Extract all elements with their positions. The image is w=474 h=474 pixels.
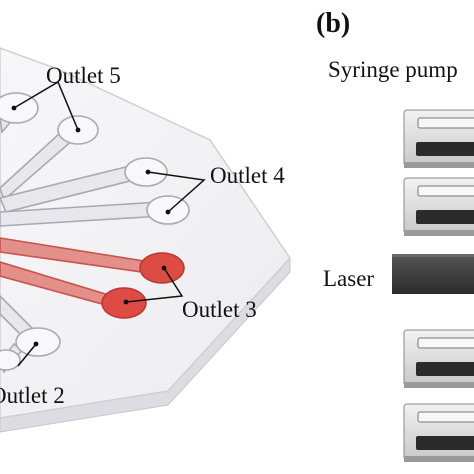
leader-dots (11, 105, 171, 347)
outlet5-label: Outlet 5 (46, 63, 121, 88)
syringe-pump-label: Syringe pump (328, 57, 458, 82)
pump-syringe (417, 117, 474, 129)
outlet4-label: Outlet 4 (210, 163, 285, 188)
pump-base (404, 230, 474, 236)
syringe-pump-4 (403, 403, 474, 462)
dot-outlet3-b (123, 299, 129, 305)
leader-outlet3 (125, 267, 184, 303)
syringe-pump-1 (403, 109, 474, 168)
leader-lines (13, 80, 206, 367)
leader-outlet5 (13, 80, 79, 131)
dot-outlet3-a (161, 265, 167, 271)
pump-base (404, 456, 474, 462)
well-outlet2-b (0, 349, 21, 371)
syringe-pump-2 (403, 177, 474, 236)
syringe-pump-3 (403, 329, 474, 388)
laser-top-edge (392, 254, 474, 257)
laser-body (392, 254, 474, 294)
dot-outlet4-a (145, 169, 151, 175)
pump-display (416, 210, 474, 224)
chip (0, 47, 291, 433)
pump-syringe (417, 337, 474, 349)
leader-outlet2 (17, 343, 37, 367)
pump-base (404, 162, 474, 168)
well-outlet2-a (15, 327, 61, 357)
dot-outlet5-a (11, 105, 17, 111)
pump-syringe (417, 411, 474, 423)
dot-outlet4-b (165, 209, 171, 215)
laser-label: Laser (323, 266, 375, 291)
pump-syringe (417, 185, 474, 197)
pump-display (416, 362, 474, 376)
pump-base (404, 382, 474, 388)
outlet3-label: Outlet 3 (182, 297, 257, 322)
dot-outlet5-b (75, 127, 81, 133)
laser-device-icon (392, 254, 474, 294)
leader-outlet4 (147, 171, 206, 213)
panel-label-b: (b) (316, 8, 351, 39)
pump-display (416, 142, 474, 156)
dot-outlet2 (33, 341, 39, 347)
pump-display (416, 436, 474, 450)
chip-top (0, 47, 291, 419)
outlet2-label: Outlet 2 (0, 383, 65, 408)
well-outlet5-a (0, 92, 39, 124)
